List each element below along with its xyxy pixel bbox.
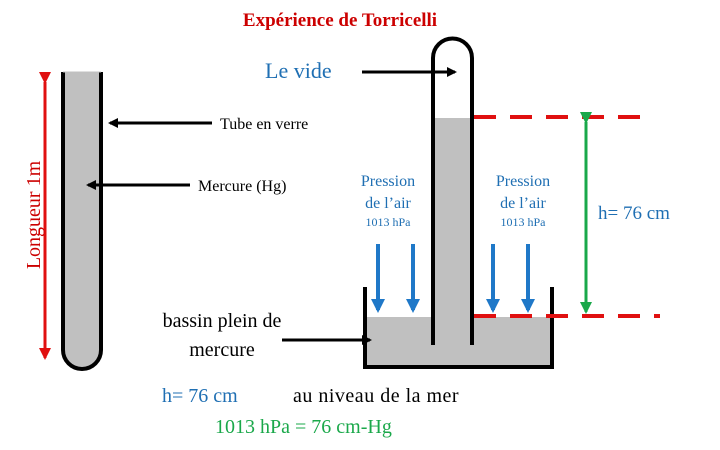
vacuum-label: Le vide [265, 58, 332, 83]
sea-level-label: au niveau de la mer [293, 385, 459, 407]
basin-label-line2: mercure [189, 339, 255, 361]
pressure-right-line2: de l’air [500, 195, 546, 212]
right-tube-mercury [433, 118, 472, 345]
mercury-label: Mercure (Hg) [198, 178, 286, 195]
height-right-label: h= 76 cm [598, 203, 670, 224]
basin [363, 287, 554, 369]
pressure-right-value: 1013 hPa [501, 215, 547, 229]
basin-label-line1: bassin plein de [163, 310, 282, 332]
height-bottom-label: h= 76 cm [162, 385, 238, 407]
pressure-left-value: 1013 hPa [366, 215, 412, 229]
pressure-left-line1: Pression [361, 173, 415, 190]
equivalence-label: 1013 hPa = 76 cm-Hg [215, 416, 392, 438]
title: Expérience de Torricelli [243, 10, 437, 31]
right-tube [431, 36, 474, 345]
left-tube [61, 72, 103, 371]
pressure-left-line2: de l’air [365, 195, 411, 212]
length-label: Longueur 1m [23, 160, 45, 269]
pressure-right-line1: Pression [496, 173, 550, 190]
glass-tube-label: Tube en verre [220, 116, 308, 133]
